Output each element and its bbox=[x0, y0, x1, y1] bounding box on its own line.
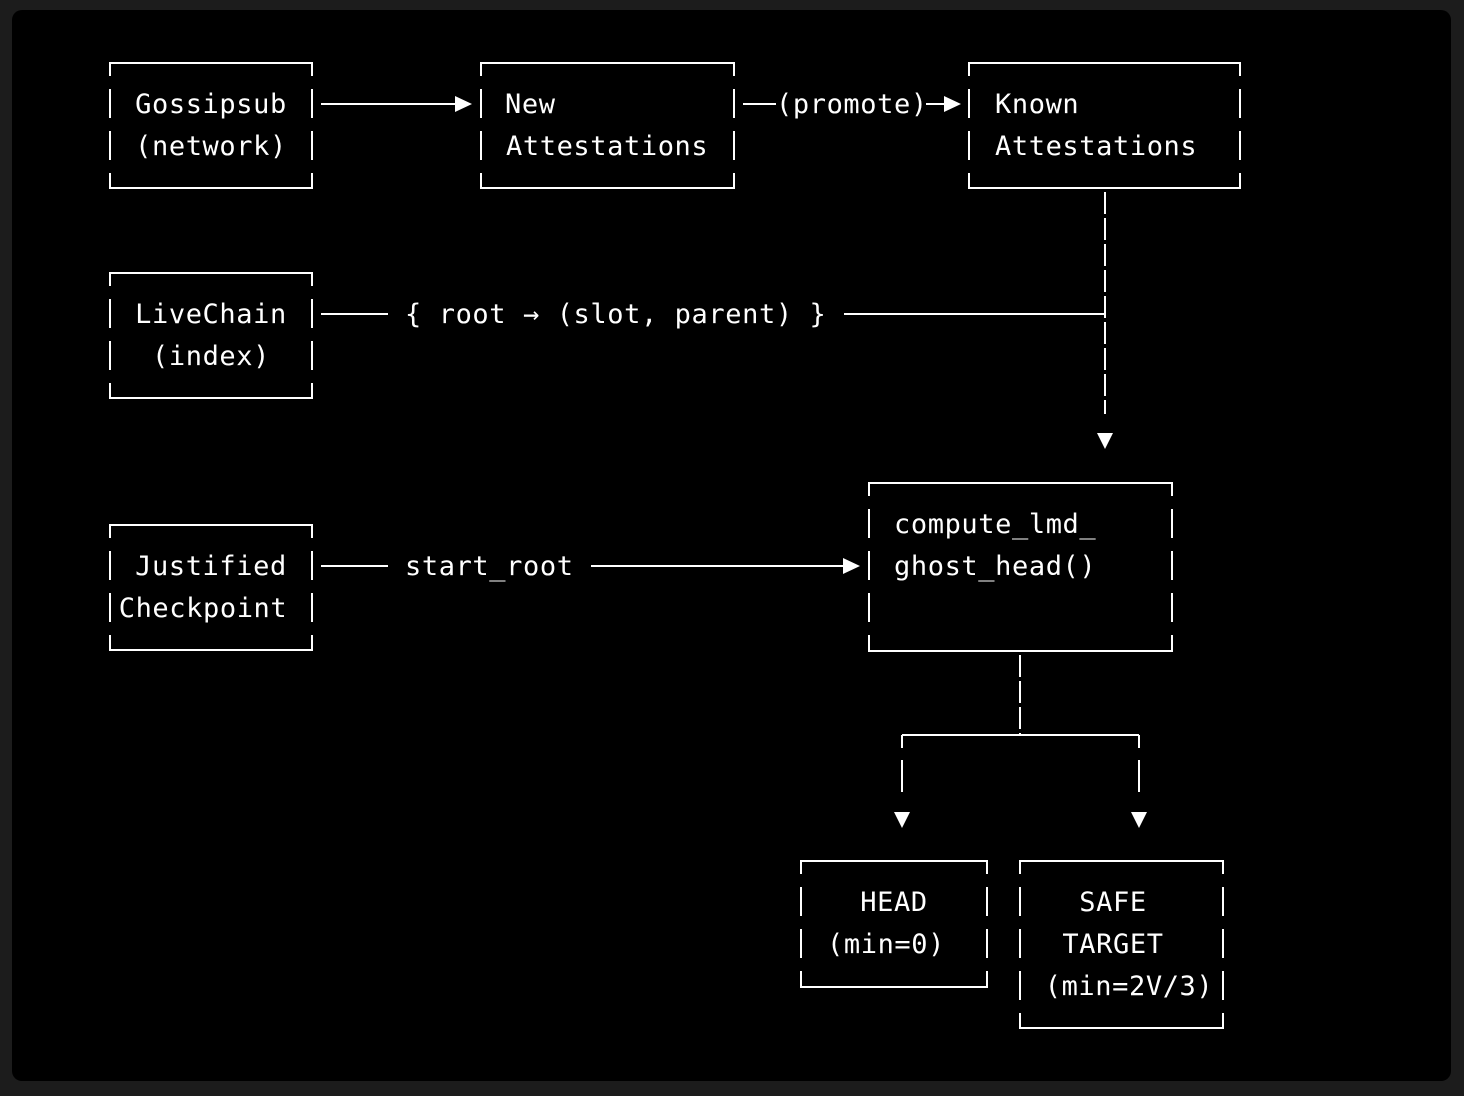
justified-checkpoint-subtitle: Checkpoint bbox=[119, 593, 288, 624]
arrow-down-icon bbox=[1131, 812, 1147, 828]
new-attestations-node: New Attestations bbox=[480, 62, 735, 189]
edge-start-root: start_root bbox=[321, 551, 860, 582]
livechain-title: LiveChain bbox=[135, 299, 287, 330]
compute-subtitle: ghost_head() bbox=[894, 551, 1096, 582]
head-title: HEAD bbox=[860, 887, 927, 918]
known-attestations-node: Known Attestations bbox=[968, 62, 1241, 189]
safe-target-threshold: (min=2V/3) bbox=[1045, 971, 1214, 1002]
justified-checkpoint-node: Justified Checkpoint bbox=[109, 524, 313, 651]
compute-lmd-ghost-head-node: compute_lmd_ ghost_head() bbox=[868, 482, 1173, 652]
edge-known-to-compute bbox=[1097, 192, 1113, 449]
gossipsub-subtitle: (network) bbox=[135, 131, 287, 162]
livechain-subtitle: (index) bbox=[152, 341, 270, 372]
new-attestations-subtitle: Attestations bbox=[506, 131, 708, 162]
edge-compute-to-outputs bbox=[894, 655, 1147, 828]
justified-checkpoint-title: Justified bbox=[135, 551, 287, 582]
livechain-node: LiveChain (index) bbox=[109, 272, 313, 399]
compute-title: compute_lmd_ bbox=[894, 509, 1096, 540]
arrow-right-icon bbox=[843, 558, 860, 574]
known-attestations-subtitle: Attestations bbox=[995, 131, 1197, 162]
edge-livechain: { root → (slot, parent) } bbox=[321, 299, 1105, 330]
arrow-right-icon bbox=[944, 96, 961, 112]
edge-gossipsub-to-new bbox=[321, 96, 472, 112]
safe-target-title: SAFE bbox=[1079, 887, 1146, 918]
safe-target-node: SAFE TARGET (min=2V/3) bbox=[1019, 860, 1224, 1029]
gossipsub-title: Gossipsub bbox=[135, 89, 287, 120]
livechain-edge-label: { root → (slot, parent) } bbox=[405, 299, 826, 330]
known-attestations-title: Known bbox=[995, 89, 1079, 120]
head-subtitle: (min=0) bbox=[827, 929, 945, 960]
start-root-label: start_root bbox=[405, 551, 574, 582]
safe-target-subtitle: TARGET bbox=[1062, 929, 1163, 960]
promote-label: (promote) bbox=[776, 89, 928, 120]
arrow-down-icon bbox=[1097, 433, 1113, 449]
new-attestations-title: New bbox=[505, 89, 556, 120]
arrow-right-icon bbox=[455, 96, 472, 112]
edge-promote: (promote) bbox=[743, 89, 961, 120]
gossipsub-node: Gossipsub (network) bbox=[109, 62, 313, 189]
arrow-down-icon bbox=[894, 812, 910, 828]
head-node: HEAD (min=0) bbox=[800, 860, 988, 988]
